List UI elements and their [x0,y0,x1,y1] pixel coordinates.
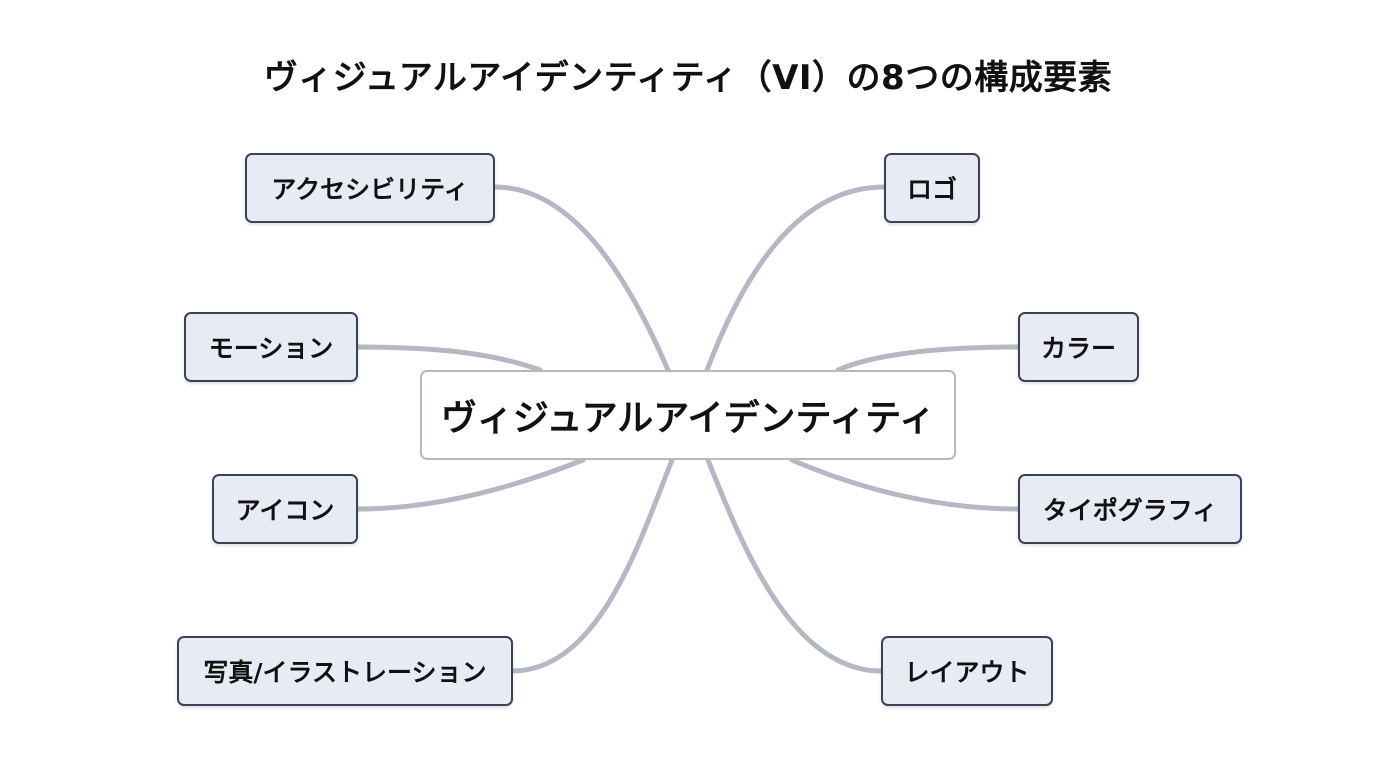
center-node: ヴィジュアルアイデンティティ [420,370,956,460]
node-motion-label: モーション [208,334,334,363]
node-typography-label: タイポグラフィ [1042,496,1218,525]
node-icon: アイコン [212,474,358,544]
connector-photo [509,457,675,674]
node-icon-label: アイコン [235,496,335,525]
center-node-label: ヴィジュアルアイデンティティ [440,398,936,439]
connector-icon [355,457,586,512]
connector-accessibility [492,184,671,373]
connector-color [835,344,1021,373]
node-layout: レイアウト [881,636,1053,706]
node-logo: ロゴ [884,153,980,223]
node-typography: タイポグラフィ [1018,474,1242,544]
connector-motion [355,344,543,373]
node-accessibility-label: アクセシビリティ [271,175,469,204]
node-layout-label: レイアウト [904,658,1030,687]
node-color: カラー [1018,312,1139,382]
node-motion: モーション [184,312,358,382]
connector-logo [704,184,887,373]
diagram-title: ヴィジュアルアイデンティティ（VI）の8つの構成要素 [263,58,1113,98]
connector-layout [705,457,884,674]
node-photo-illustration-label: 写真/イラストレーション [203,658,487,687]
node-logo-label: ロゴ [906,175,957,204]
node-color-label: カラー [1040,334,1116,363]
connector-typography [789,457,1021,512]
node-accessibility: アクセシビリティ [245,153,495,223]
node-photo-illustration: 写真/イラストレーション [177,636,513,706]
